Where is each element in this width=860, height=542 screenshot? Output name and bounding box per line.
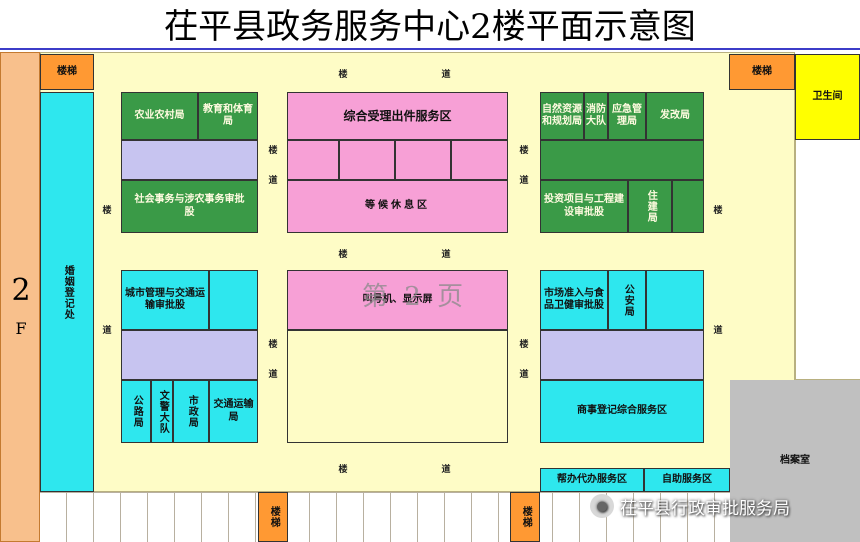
waiting-area: 等候休息区	[287, 180, 508, 233]
right-open-area	[795, 138, 860, 380]
center-lower-open	[287, 330, 508, 443]
corridor-label-lou: 楼	[338, 69, 348, 80]
page-title: 茌平县政务服务中心2楼平面示意图	[164, 7, 696, 47]
corridor-label-lou: 楼	[519, 145, 529, 156]
stair-bottom-right: 楼梯	[510, 492, 540, 542]
stair-bottom-left: 楼梯	[258, 492, 288, 542]
right-upper-green-band	[540, 140, 704, 180]
queue-display-area: 叫号机、显示屏	[287, 270, 508, 330]
floor-letter: F	[15, 319, 27, 338]
floor-indicator: 2 F	[0, 52, 40, 542]
corridor-label-dao: 道	[268, 175, 278, 186]
corridor-label-dao: 道	[713, 325, 723, 336]
left-lower-lavender	[121, 330, 258, 380]
corridor-label-lou: 楼	[519, 339, 529, 350]
corridor-label-dao: 道	[102, 325, 112, 336]
counter-4	[451, 140, 508, 180]
transport-bureau: 交通运输局	[209, 380, 258, 443]
floor-number: 2	[11, 273, 31, 308]
marriage-registration: 婚姻登记处	[40, 92, 94, 492]
education-bureau: 教育和体育局	[198, 92, 258, 140]
corridor-label-lou: 楼	[268, 145, 278, 156]
brand-watermark: ● 茌平县行政审批服务局	[590, 490, 860, 522]
comprehensive-service-area: 综合受理出件服务区	[287, 92, 508, 140]
stair-top-left: 楼梯	[40, 54, 94, 90]
investment-section: 投资项目与工程建设审批股	[540, 180, 628, 233]
stair-top-right: 楼梯	[729, 54, 795, 90]
wechat-icon: ●	[590, 494, 614, 518]
corridor-label-dao: 道	[268, 369, 278, 380]
counter-1	[287, 140, 339, 180]
title-divider	[0, 48, 860, 50]
toilet: 卫生间	[795, 54, 860, 140]
housing-bureau: 住建局	[628, 180, 672, 233]
emergency-bureau: 应急管理局	[608, 92, 646, 140]
self-service-area: 自助服务区	[644, 468, 730, 492]
corridor-label-lou: 楼	[338, 249, 348, 260]
corridor-label-lou: 楼	[338, 464, 348, 475]
bottom-stripes	[40, 492, 730, 542]
corridor-label-lou: 楼	[102, 205, 112, 216]
corridor-label-dao: 道	[441, 69, 451, 80]
municipal-bureau: 市政局	[173, 380, 209, 443]
dev-reform-bureau: 发改局	[646, 92, 704, 140]
police-bureau: 公安局	[608, 270, 646, 330]
page-watermark: 第 2 页	[362, 282, 468, 312]
archive-room: 档案室	[730, 380, 860, 542]
corridor-label-dao: 道	[441, 249, 451, 260]
natural-resources-bureau: 自然资源和规划局	[540, 92, 584, 140]
business-registration-area: 商事登记综合服务区	[540, 380, 704, 443]
market-food-section: 市场准入与食品卫健审批股	[540, 270, 608, 330]
corridor-label-lou: 楼	[713, 205, 723, 216]
highway-bureau: 公路局	[121, 380, 151, 443]
agency-service-area: 帮办代办服务区	[540, 468, 644, 492]
left-lower-cyan	[209, 270, 258, 330]
right-lower-cyan	[646, 270, 704, 330]
counter-2	[339, 140, 395, 180]
agri-bureau: 农业农村局	[121, 92, 198, 140]
urban-transport-section: 城市管理与交通运输审批股	[121, 270, 209, 330]
social-affairs-section: 社会事务与涉农事务审批股	[121, 180, 258, 233]
cultural-team: 文警大队	[151, 380, 173, 443]
counter-3	[395, 140, 451, 180]
corridor-label-dao: 道	[519, 369, 529, 380]
corridor-label-lou: 楼	[268, 339, 278, 350]
right-upper-green-small	[672, 180, 704, 233]
left-upper-lavender	[121, 140, 258, 180]
corridor-label-dao: 道	[441, 464, 451, 475]
corridor-label-dao: 道	[519, 175, 529, 186]
right-lower-lavender	[540, 330, 704, 380]
fire-brigade: 消防大队	[584, 92, 608, 140]
brand-name: 茌平县行政审批服务局	[620, 498, 790, 519]
